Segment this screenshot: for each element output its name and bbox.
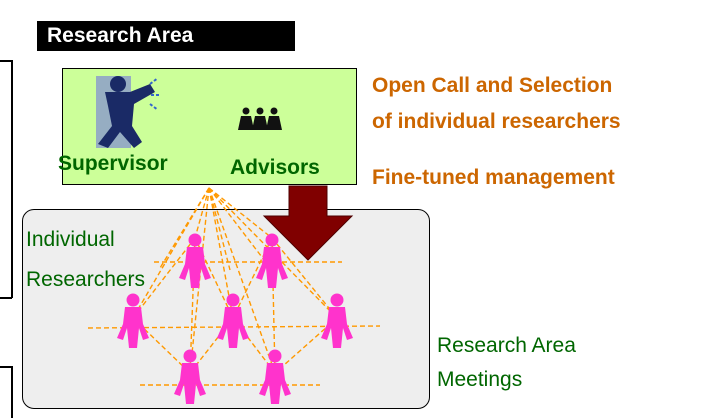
researcher-person-icon: [117, 293, 149, 348]
advisors-label: Advisors: [230, 156, 320, 179]
supervisor-figure-icon: [96, 76, 160, 148]
left-frame-line-vertical: [11, 60, 13, 298]
fine-tuned-management-label: Fine-tuned management: [372, 166, 615, 189]
research-area-meetings-label-line2: Meetings: [437, 368, 523, 391]
left-frame-line-bottom: [0, 297, 12, 299]
open-call-label-line1: Open Call and Selection: [372, 74, 613, 97]
advisors-group-icon: [238, 107, 282, 130]
researcher-person-icon: [217, 293, 249, 348]
supervisor-label: Supervisor: [58, 152, 168, 175]
left-frame-line-top: [0, 60, 12, 62]
researcher-person-icon: [321, 293, 353, 348]
individual-researchers-label-line1: Individual: [26, 228, 115, 251]
research-area-header: Research Area: [37, 21, 295, 51]
individual-researchers-label-line2: Researchers: [26, 268, 146, 291]
left-frame-line-lower: [0, 366, 12, 368]
down-arrow-icon: [262, 185, 354, 261]
left-frame-line-lower-vertical: [11, 366, 13, 418]
research-area-meetings-label-line1: Research Area: [437, 334, 576, 357]
open-call-label-line2: of individual researchers: [372, 110, 621, 133]
